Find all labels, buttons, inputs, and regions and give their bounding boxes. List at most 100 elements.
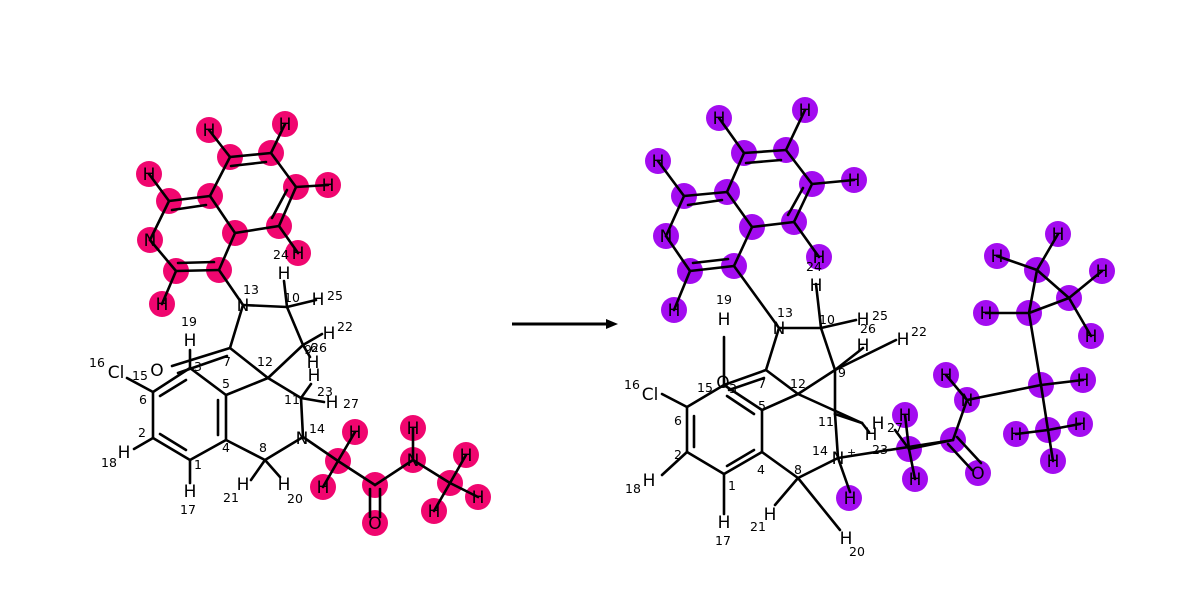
arrow-head-icon bbox=[606, 319, 618, 329]
product-highlight-dot bbox=[836, 485, 862, 511]
reactant-bond bbox=[270, 188, 289, 220]
product-atom-index: 25 bbox=[872, 308, 888, 323]
reactant-atom-index: 23 bbox=[317, 384, 333, 399]
reactant-bond bbox=[277, 224, 300, 255]
reactant-atom-index: 8 bbox=[259, 440, 267, 455]
product-bond bbox=[1027, 311, 1043, 387]
product-bond bbox=[686, 198, 724, 207]
reactant-atom-h: H bbox=[184, 482, 197, 502]
reactant-atom-index: 20 bbox=[287, 491, 303, 506]
product-atom-h: H bbox=[909, 470, 922, 490]
product-bond bbox=[760, 392, 800, 412]
reactant-bond bbox=[336, 430, 357, 463]
product-atom-index: 19 bbox=[716, 292, 732, 307]
product-bond bbox=[1067, 296, 1093, 338]
reactant-bond bbox=[321, 459, 340, 489]
reactant-atom-h: H bbox=[184, 331, 197, 351]
reactant-atom-h: H bbox=[203, 121, 216, 141]
reactant-atom-index: 9 bbox=[304, 342, 312, 357]
product-atom-index: 17 bbox=[715, 533, 731, 548]
reactant-bond bbox=[224, 376, 270, 397]
product-bond bbox=[893, 428, 911, 451]
product-atom-cl: Cl bbox=[642, 385, 659, 405]
reactant-bond bbox=[217, 268, 245, 307]
product-bond bbox=[660, 392, 689, 409]
product-bond bbox=[691, 257, 730, 265]
product-atom-h: H bbox=[1077, 371, 1090, 391]
product-bond bbox=[722, 368, 768, 387]
reactant-atom-h: H bbox=[326, 393, 339, 413]
product-atom-index: 2 bbox=[674, 447, 682, 462]
reactant-atom-h: H bbox=[292, 244, 305, 264]
reactant-atom-h: H bbox=[349, 423, 362, 443]
reactant-bond bbox=[147, 172, 171, 203]
reactant-atom-index: 7 bbox=[223, 354, 231, 369]
product-bond bbox=[833, 412, 840, 460]
reactant-atom-h: H bbox=[322, 176, 335, 196]
reactant-bond bbox=[299, 396, 305, 439]
product-bond bbox=[903, 413, 911, 451]
product-atom-h: H bbox=[1096, 262, 1109, 282]
reactant-atom-n: N bbox=[237, 296, 250, 316]
product-bond bbox=[1035, 232, 1060, 272]
reactant-bond bbox=[208, 155, 232, 198]
product-bond bbox=[907, 438, 955, 451]
product-atom-h: H bbox=[897, 330, 910, 350]
product-atom-index: 12 bbox=[790, 376, 806, 391]
reactant-bond bbox=[151, 436, 192, 462]
product-bond bbox=[725, 448, 756, 468]
reactant-bond bbox=[336, 459, 377, 487]
product-atom-index: 8 bbox=[794, 462, 802, 477]
reactant-bond bbox=[188, 438, 228, 462]
product-atom-h: H bbox=[940, 366, 953, 386]
reaction-arrow bbox=[512, 319, 618, 329]
product-atom-index: 21 bbox=[750, 519, 766, 534]
reactant-atom-index: 12 bbox=[257, 354, 273, 369]
product-bond bbox=[664, 234, 692, 273]
reactant-bond bbox=[285, 298, 318, 309]
reactant-bond-layer bbox=[125, 122, 480, 519]
product-atom-index: 1 bbox=[728, 478, 736, 493]
product-bond bbox=[660, 450, 689, 477]
product-bond bbox=[995, 254, 1039, 272]
product-bond bbox=[792, 220, 821, 259]
product-bond bbox=[786, 186, 805, 217]
product-atom-n: N bbox=[773, 319, 786, 339]
reactant-atom-h: H bbox=[460, 446, 473, 466]
product-atom-h: H bbox=[713, 109, 726, 129]
product-atom-index: 11 bbox=[818, 414, 834, 429]
product-atom-h: H bbox=[1010, 425, 1023, 445]
product-atom-index: 26 bbox=[860, 321, 876, 336]
reactant-atom-n: N bbox=[296, 429, 309, 449]
product-atom-index: 27 bbox=[887, 420, 903, 435]
product-atom-o: O bbox=[716, 373, 729, 393]
reactant-bond bbox=[411, 458, 452, 485]
reactant-atom-h: H bbox=[323, 324, 336, 344]
reactant-bond bbox=[448, 481, 480, 499]
product-bond bbox=[1014, 428, 1050, 436]
product-highlight-dot bbox=[965, 460, 991, 486]
product-bond bbox=[951, 398, 969, 442]
reactant-atom-n: N bbox=[407, 451, 420, 471]
product-bond bbox=[784, 148, 814, 186]
product-bond bbox=[725, 190, 754, 229]
product-bond bbox=[784, 108, 807, 152]
reactant-bond bbox=[217, 231, 237, 272]
product-atom-h: H bbox=[1085, 327, 1098, 347]
product-atom-h: H bbox=[1047, 452, 1060, 472]
product-atom-index: 3 bbox=[729, 381, 737, 396]
product-atom-h: H bbox=[652, 152, 665, 172]
reactant-bond bbox=[294, 183, 330, 189]
reactant-bond bbox=[207, 128, 232, 159]
reactant-bond bbox=[301, 435, 340, 463]
product-bond bbox=[1067, 269, 1104, 300]
product-bond bbox=[1035, 268, 1071, 300]
product-bond-layer bbox=[656, 108, 1104, 532]
product-atom-index: 7 bbox=[758, 376, 766, 391]
reactant-bond bbox=[269, 122, 287, 155]
reactant-atom-index: 4 bbox=[222, 440, 230, 455]
reactant-highlight-dot bbox=[362, 510, 388, 536]
